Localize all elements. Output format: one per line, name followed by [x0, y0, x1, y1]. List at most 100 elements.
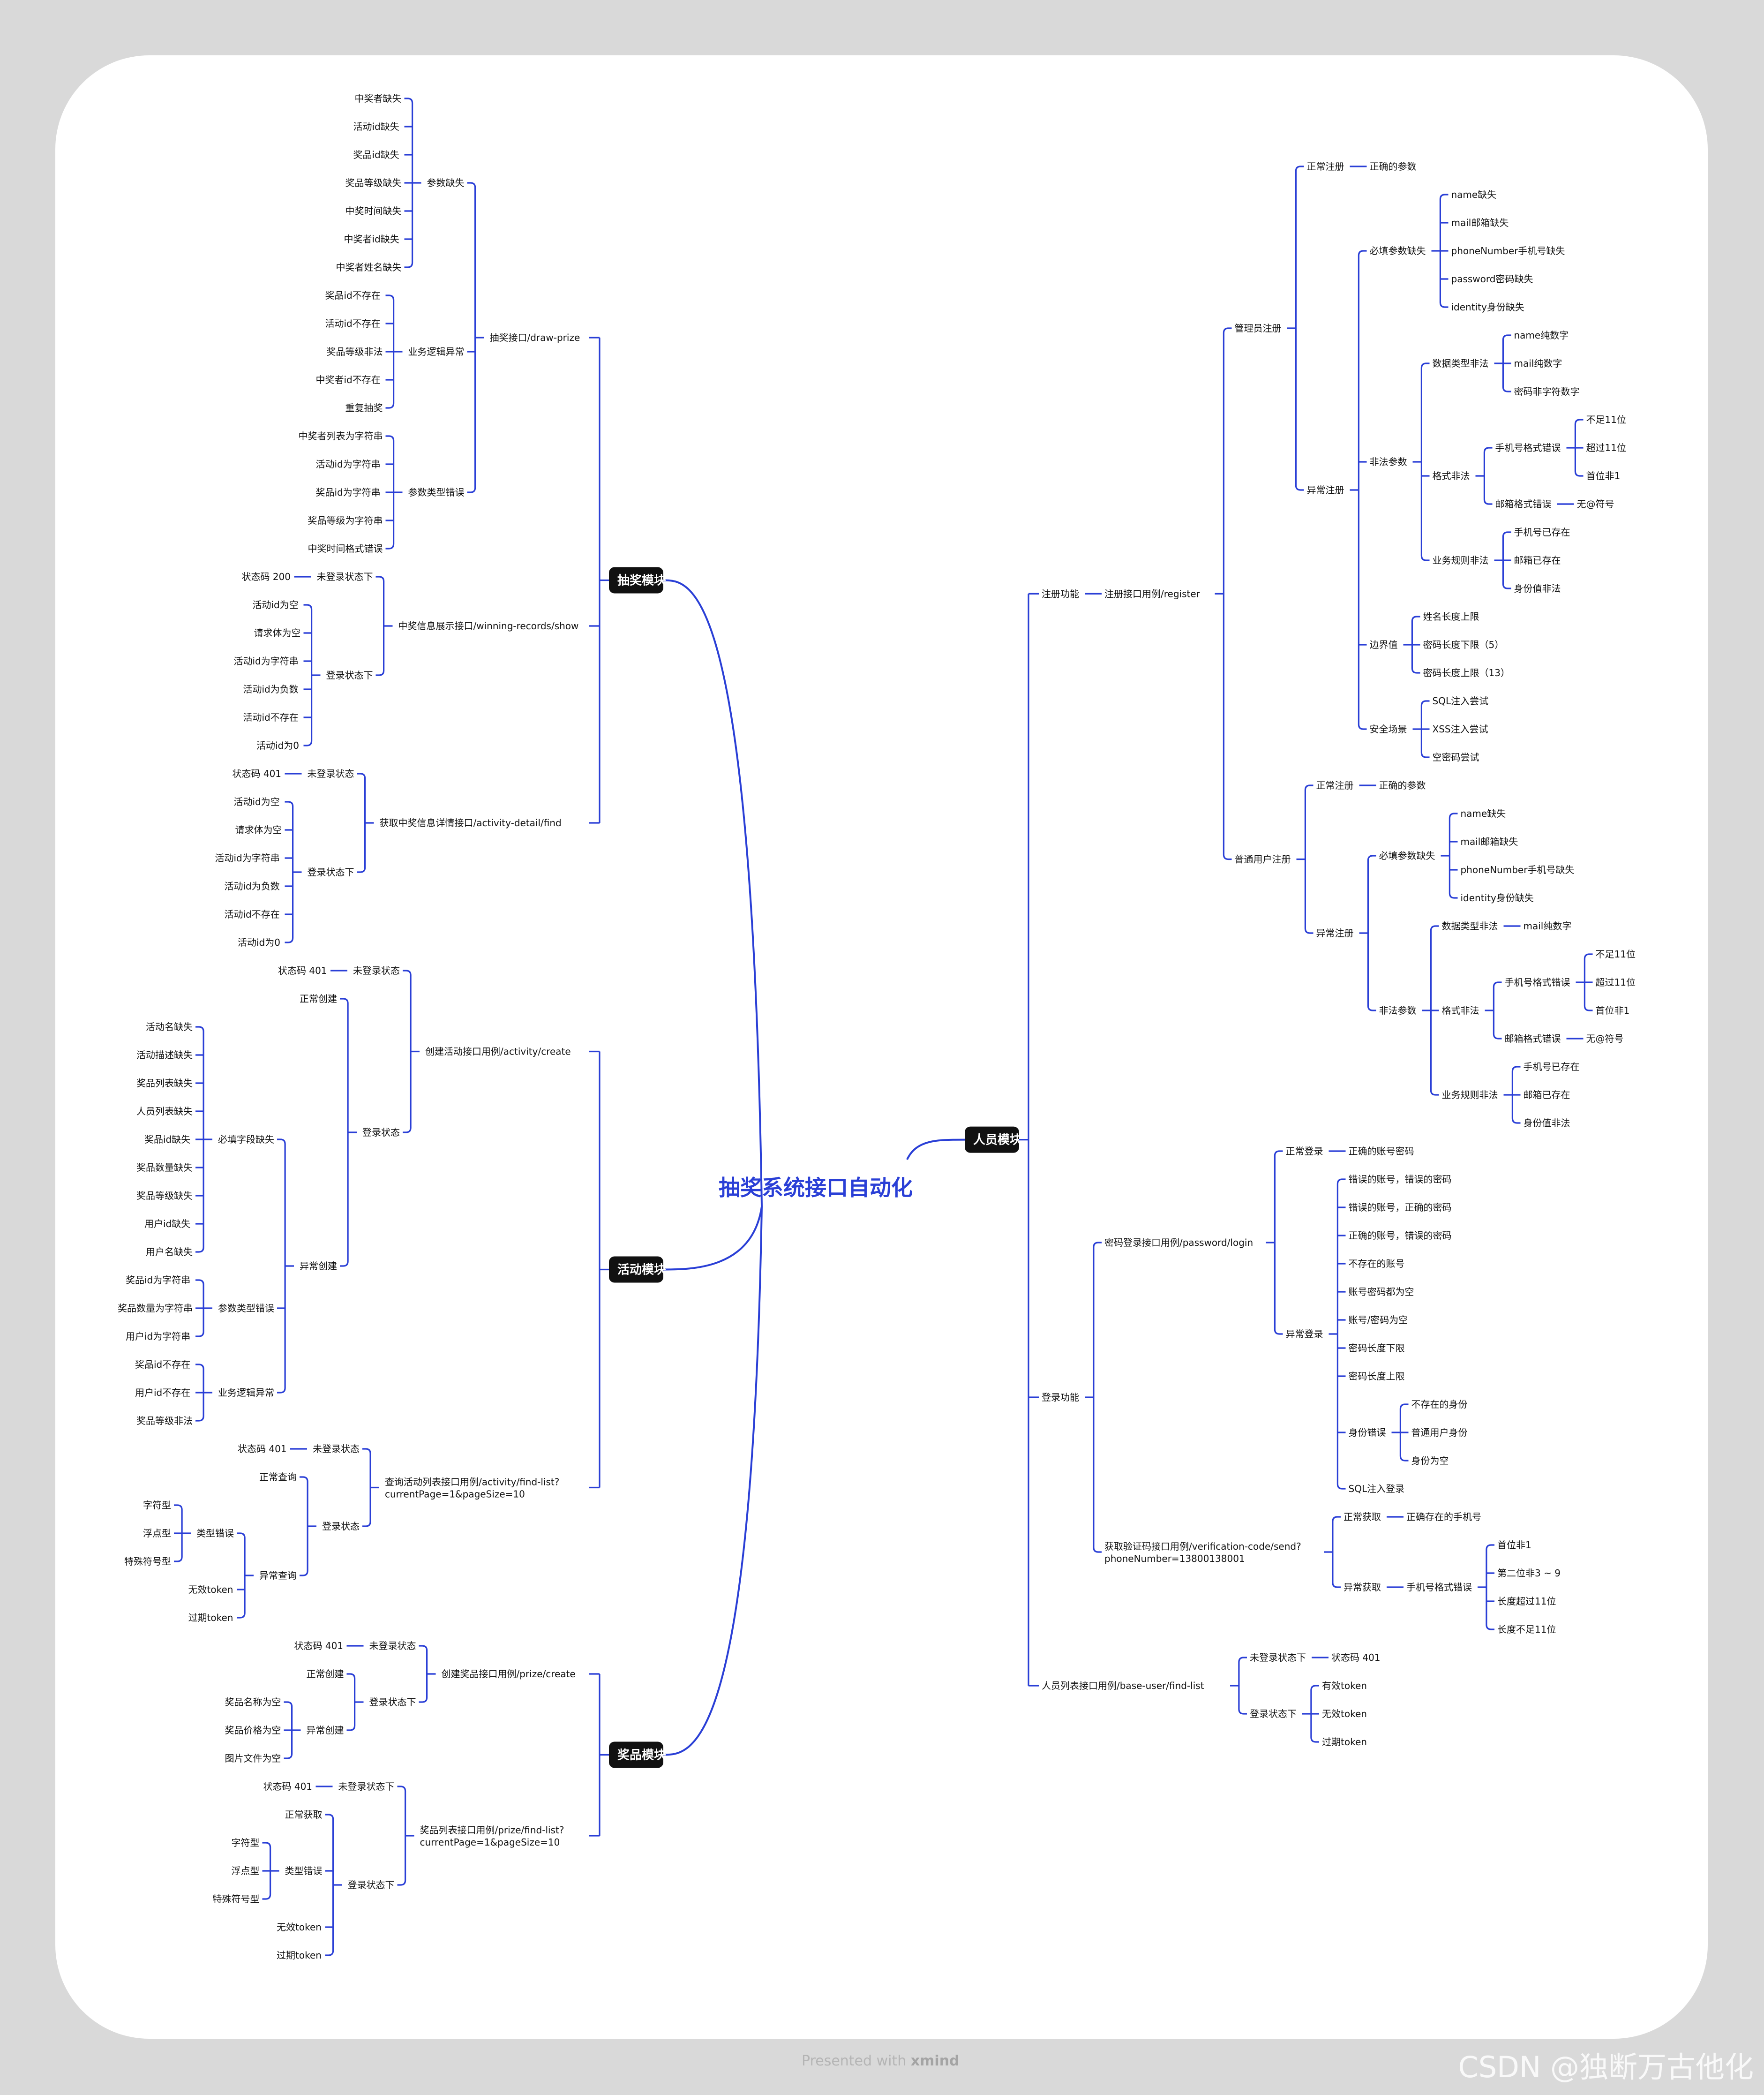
node-正常获取: 正常获取 — [285, 1809, 323, 1820]
connector-line — [1310, 1737, 1319, 1743]
node-identity身份缺失: identity身份缺失 — [1451, 301, 1524, 313]
node-正常注册: 正常注册 — [1307, 161, 1344, 172]
node-字符型: 字符型 — [232, 1837, 260, 1848]
node-状态码-401: 状态码 401 — [233, 768, 282, 779]
connector-line — [357, 867, 366, 873]
node-获取中奖信息详情接口-activity-detail-find: 获取中奖信息详情接口/activity-detail/find — [380, 817, 562, 829]
node-mail邮箱缺失: mail邮箱缺失 — [1461, 836, 1518, 847]
topic-奖品模块[interactable]: 奖品模块 — [609, 1741, 666, 1768]
node-异常注册: 异常注册 — [1307, 484, 1344, 496]
node-手机号已存在: 手机号已存在 — [1514, 527, 1570, 538]
node-密码长度上限: 密码长度上限 — [1349, 1371, 1405, 1382]
connector-line — [1420, 362, 1430, 369]
topic-活动模块[interactable]: 活动模块 — [609, 1256, 666, 1283]
connector-line — [346, 1725, 356, 1731]
root-topic[interactable]: 抽奖系统接口自动化 — [719, 1175, 913, 1200]
node-注册功能: 注册功能 — [1042, 588, 1079, 599]
node-邮箱已存在: 邮箱已存在 — [1514, 555, 1561, 566]
connector-line — [174, 1504, 183, 1510]
node-奖品id缺失: 奖品id缺失 — [353, 149, 399, 160]
node-不足11位: 不足11位 — [1586, 414, 1626, 425]
node-密码长度上限-13: 密码长度上限（13） — [1423, 667, 1510, 678]
connector-line — [300, 1476, 308, 1482]
node-过期token: 过期token — [188, 1612, 233, 1623]
node-奖品id为字符串: 奖品id为字符串 — [126, 1274, 190, 1286]
node-首位非1: 首位非1 — [1497, 1539, 1531, 1551]
node-未登录状态: 未登录状态 — [369, 1640, 416, 1651]
node-长度不足11位: 长度不足11位 — [1497, 1624, 1556, 1635]
node-活动id为0: 活动id为0 — [238, 937, 280, 948]
node-奖品等级为字符串: 奖品等级为字符串 — [308, 515, 383, 526]
connector-line — [1486, 1544, 1494, 1550]
connector-line — [1295, 166, 1304, 172]
connector-line — [1483, 447, 1493, 453]
node-参数缺失: 参数缺失 — [427, 177, 465, 188]
node-首位非1: 首位非1 — [1596, 1005, 1630, 1016]
connector-line — [1511, 1066, 1521, 1072]
connector-line — [403, 970, 412, 976]
node-活动描述缺失: 活动描述缺失 — [136, 1049, 193, 1061]
topic-抽奖模块[interactable]: 抽奖模块 — [609, 567, 666, 594]
connector-line — [1238, 1657, 1247, 1663]
node-账号-密码为空: 账号/密码为空 — [1349, 1314, 1408, 1326]
node-空密码尝试: 空密码尝试 — [1433, 752, 1479, 763]
node-业务规则非法: 业务规则非法 — [1433, 555, 1489, 566]
node-奖品数量为字符串: 奖品数量为字符串 — [118, 1303, 193, 1314]
topic-人员模块[interactable]: 人员模块 — [965, 1126, 1022, 1153]
node-正常查询: 正常查询 — [259, 1471, 297, 1483]
connector-line — [325, 1814, 334, 1820]
node-奖品等级非法: 奖品等级非法 — [327, 346, 383, 357]
connector-line — [1367, 1005, 1376, 1011]
node-身份值非法: 身份值非法 — [1514, 583, 1561, 594]
node-正常创建: 正常创建 — [307, 1668, 344, 1680]
branch-curve — [663, 1206, 763, 1271]
connector-line — [1502, 583, 1511, 589]
node-活动id不存在: 活动id不存在 — [243, 712, 299, 723]
node-中奖者缺失: 中奖者缺失 — [355, 93, 402, 104]
node-登录功能: 登录功能 — [1042, 1392, 1079, 1403]
node-正确的参数: 正确的参数 — [1370, 161, 1417, 172]
connector-line — [362, 1521, 371, 1527]
node-图片文件为空: 图片文件为空 — [225, 1753, 281, 1764]
node-活动名缺失: 活动名缺失 — [146, 1021, 193, 1032]
node-错误的账号-正确的密码: 错误的账号，正确的密码 — [1349, 1202, 1452, 1213]
node-identity身份缺失: identity身份缺失 — [1461, 892, 1534, 904]
connector-line — [404, 262, 413, 268]
node-活动id为负数: 活动id为负数 — [225, 881, 280, 892]
node-中奖时间格式错误: 中奖时间格式错误 — [308, 543, 383, 554]
connector-line — [195, 1364, 204, 1370]
connector-line — [1574, 419, 1584, 425]
connector-line — [385, 435, 395, 441]
node-身份错误: 身份错误 — [1349, 1427, 1386, 1438]
node-奖品id缺失: 奖品id缺失 — [144, 1134, 190, 1145]
node-name缺失: name缺失 — [1461, 808, 1506, 819]
connector-line — [385, 543, 395, 550]
node-未登录状态: 未登录状态 — [313, 1443, 360, 1454]
node-正确的账号-错误的密码: 正确的账号，错误的密码 — [1349, 1230, 1452, 1241]
connector-line — [1295, 485, 1304, 491]
node-获取验证码接口用例-verification-code-send-phonenumber-13800138001: 获取验证码接口用例/verification-code/send?phoneNu… — [1104, 1541, 1301, 1564]
connector-line — [1367, 855, 1376, 861]
connector-line — [285, 801, 294, 807]
connector-line — [1304, 928, 1314, 934]
node-奖品等级非法: 奖品等级非法 — [136, 1415, 193, 1426]
connector-line — [1274, 1150, 1283, 1156]
node-奖品列表缺失: 奖品列表缺失 — [136, 1078, 193, 1089]
node-活动id为空: 活动id为空 — [253, 599, 299, 610]
node-业务逻辑异常: 业务逻辑异常 — [218, 1387, 274, 1398]
connector-line — [1483, 499, 1493, 505]
node-手机号格式错误: 手机号格式错误 — [1406, 1582, 1472, 1593]
connector-line — [1304, 784, 1314, 791]
connector-line — [467, 487, 476, 493]
node-邮箱格式错误: 邮箱格式错误 — [1505, 1033, 1561, 1044]
node-phonenumber手机号缺失: phoneNumber手机号缺失 — [1451, 245, 1565, 256]
node-业务规则非法: 业务规则非法 — [1442, 1089, 1498, 1100]
connector-line — [1493, 1033, 1502, 1040]
node-手机号格式错误: 手机号格式错误 — [1495, 442, 1561, 453]
connector-line — [195, 1279, 204, 1285]
node-活动id为空: 活动id为空 — [234, 796, 280, 807]
node-状态码-401: 状态码 401 — [263, 1781, 313, 1792]
svg-text:人员模块: 人员模块 — [973, 1133, 1022, 1147]
node-正确的账号密码: 正确的账号密码 — [1349, 1145, 1414, 1157]
